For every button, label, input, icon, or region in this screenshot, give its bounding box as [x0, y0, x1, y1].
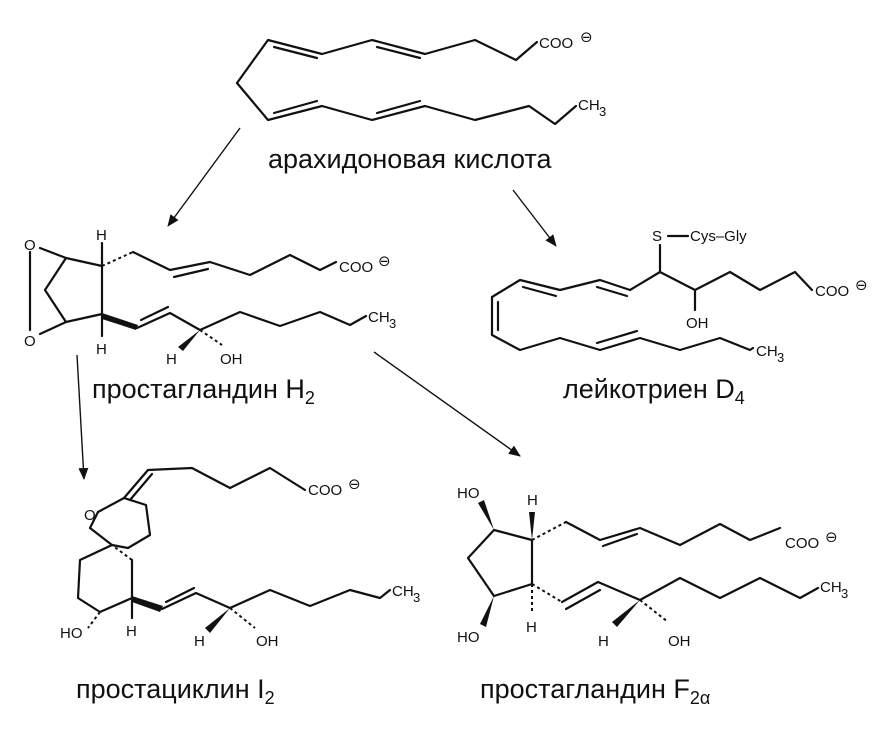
pgi2-carboxylate: COO [308, 482, 342, 499]
ltd4-charge: ⊖ [855, 277, 868, 294]
pgh2-methyl: CH [368, 309, 390, 326]
pgf2a-h-bottom: H [526, 619, 537, 636]
ltd4-oh: OH [686, 315, 709, 332]
pgf2a-oh: OH [668, 633, 691, 650]
pgi2-oxygen: O [84, 507, 96, 524]
pgh2-structure: O O H H COO ⊖ CH 3 H OH [24, 227, 396, 368]
pgi2-h-side: H [194, 633, 205, 650]
pgi2-oh: OH [256, 633, 279, 650]
arrow-aa-to-ltd4 [512, 189, 557, 247]
pgh2-oxygen-top: O [24, 237, 36, 254]
arachidonic-methyl: CH [578, 97, 600, 114]
ltd4-structure: S Cys–Gly OH COO ⊖ CH 3 [490, 228, 868, 365]
pgi2-structure: O COO ⊖ HO H CH 3 H OH [60, 466, 420, 650]
arachidonic-methyl-sub: 3 [599, 104, 606, 119]
pgf2a-carboxylate: COO [785, 535, 819, 552]
pgf2a-structure: HO HO H H COO ⊖ CH 3 H OH [457, 485, 848, 650]
ltd4-peptide: Cys–Gly [690, 228, 747, 245]
ltd4-sulfur: S [652, 228, 662, 245]
pgf2a-label: простагландин F2α [480, 674, 710, 708]
pgi2-label: простациклин I2 [76, 674, 275, 708]
pgh2-oh: OH [220, 351, 243, 368]
arrow-aa-to-pgh2 [167, 127, 241, 227]
ltd4-methyl-sub: 3 [777, 350, 784, 365]
pgh2-h-side: H [166, 351, 177, 368]
pgf2a-h-side: H [598, 633, 609, 650]
pgh2-h-bottom: H [96, 341, 107, 358]
arachidonic-acid-structure: COO ⊖ CH 3 [235, 29, 606, 126]
pgf2a-ho-top: HO [457, 485, 480, 502]
pgi2-charge: ⊖ [348, 476, 361, 493]
pgi2-methyl: CH [392, 583, 414, 600]
arachidonic-acid-label: арахидоновая кислота [268, 144, 552, 174]
ltd4-carboxylate: COO [815, 283, 849, 300]
pgf2a-methyl: CH [820, 579, 842, 596]
arrow-pgh2-to-pgf2a [373, 351, 521, 457]
pgf2a-methyl-sub: 3 [841, 586, 848, 601]
pgh2-label: простагландин H2 [92, 374, 315, 408]
pgf2a-ho-bottom: HO [457, 629, 480, 646]
ltd4-label: лейкотриен D4 [563, 374, 745, 408]
pgh2-h-top: H [96, 227, 107, 244]
arachidonic-carboxylate: COO [539, 35, 573, 52]
pgh2-oxygen-bottom: O [24, 333, 36, 350]
pgh2-methyl-sub: 3 [389, 316, 396, 331]
pgf2a-charge: ⊖ [825, 529, 838, 546]
pgi2-h-ring: H [126, 623, 137, 640]
pgi2-ho: HO [60, 625, 83, 642]
arrow-pgh2-to-pgi2 [76, 354, 89, 480]
ltd4-methyl: CH [756, 343, 778, 360]
pgf2a-h-top: H [527, 492, 538, 509]
pgi2-methyl-sub: 3 [413, 590, 420, 605]
pgh2-charge: ⊖ [378, 253, 391, 270]
arachidonic-charge: ⊖ [580, 29, 593, 46]
pgh2-carboxylate: COO [339, 259, 373, 276]
